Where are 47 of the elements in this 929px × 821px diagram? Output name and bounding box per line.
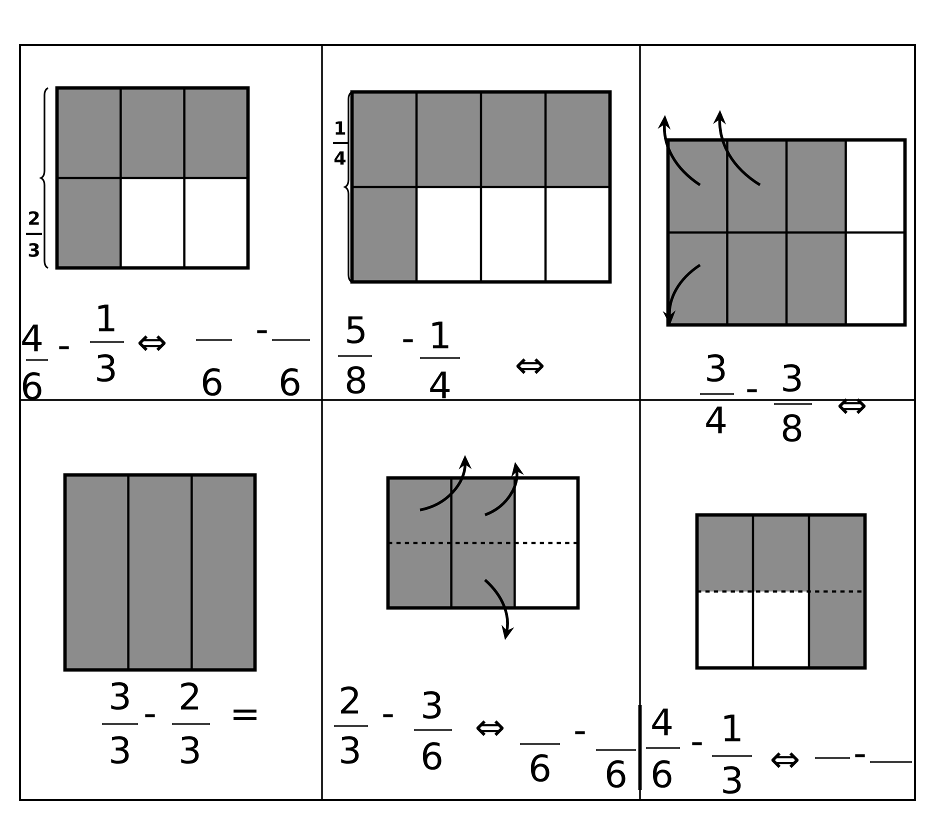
numeral: 1 — [432, 322, 448, 348]
operator: - — [257, 330, 267, 334]
operator: - — [747, 389, 757, 392]
numeral: 4 — [430, 372, 450, 398]
operator: - — [145, 714, 155, 718]
numeral: 3 — [111, 682, 129, 710]
numeral: 6 — [22, 372, 42, 400]
operator: ⇔ — [138, 335, 166, 351]
numeral: 5 — [347, 316, 364, 344]
numeral: 8 — [782, 414, 802, 442]
numeral: 4 — [652, 708, 672, 736]
brace-label: 1 — [336, 121, 346, 135]
numeral: 6 — [606, 760, 626, 788]
operator: - — [59, 346, 69, 350]
operator: - — [692, 742, 702, 746]
numeral: 4 — [22, 324, 42, 352]
operator: - — [855, 754, 865, 758]
operator: = — [234, 710, 256, 720]
numeral: 6 — [530, 754, 550, 782]
numeral: 3 — [783, 364, 801, 392]
operator: ⇔ — [838, 398, 866, 414]
numeral: 3 — [341, 736, 359, 764]
numeral: 3 — [707, 354, 725, 382]
operator: ⇔ — [516, 358, 544, 374]
numeral: 3 — [97, 354, 115, 382]
numeral: 8 — [346, 366, 366, 394]
numeral: 1 — [724, 714, 740, 742]
numeral: 4 — [706, 406, 726, 434]
brace-label: 4 — [334, 151, 346, 165]
brace-label: 2 — [29, 211, 39, 225]
numeral: 3 — [423, 691, 441, 719]
numeral: 6 — [202, 368, 222, 396]
numeral: 6 — [280, 368, 300, 396]
brace-label: 3 — [28, 243, 39, 257]
numeral: 1 — [98, 304, 114, 332]
numeral: 2 — [181, 682, 198, 710]
operator: ⇔ — [771, 752, 799, 768]
numeral: 6 — [422, 742, 442, 770]
operator: - — [383, 714, 393, 718]
numeral: 3 — [111, 736, 129, 764]
numeral: 3 — [723, 766, 741, 794]
operator: - — [575, 731, 585, 734]
operator: - — [403, 339, 413, 342]
numeral: 3 — [181, 736, 199, 764]
numeral: 2 — [341, 686, 358, 714]
numeral: 6 — [652, 760, 672, 788]
operator: ⇔ — [476, 720, 504, 736]
